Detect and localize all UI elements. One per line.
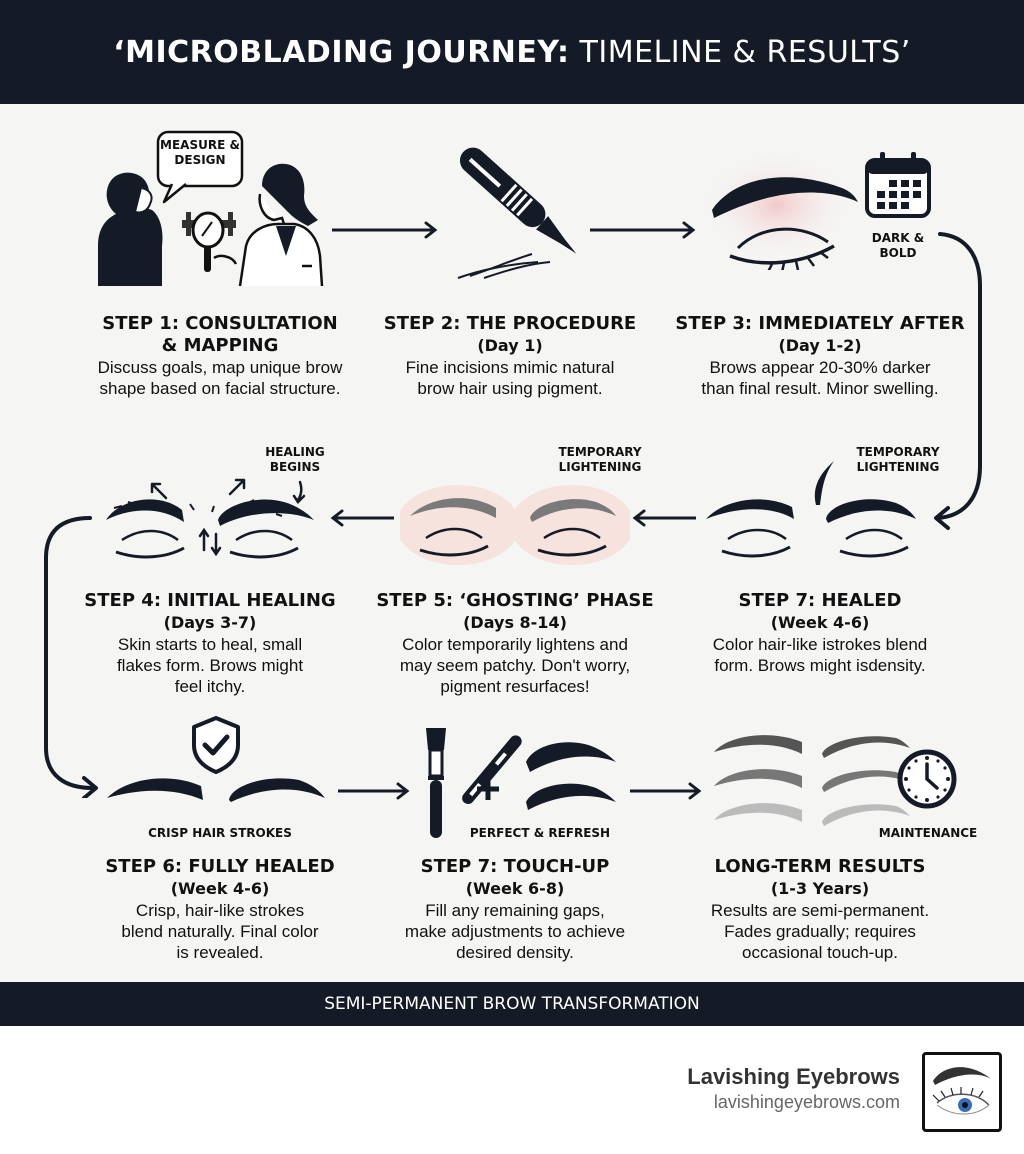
step4-title: STEP 4: INITIAL HEALING: [84, 590, 336, 611]
arrow-right-icon: [628, 781, 704, 801]
step7-healed-timeframe: (Week 4-6): [770, 613, 870, 632]
step4-card: STEP 4: INITIAL HEALING (Days 3-7) Skin …: [60, 590, 360, 697]
step5-desc-line: pigment resurfaces!: [440, 677, 590, 696]
step5-desc-line: may seem patchy. Don't worry,: [399, 656, 631, 675]
long-term-desc-line: Results are semi-permanent.: [710, 901, 930, 920]
calendar-icon: [864, 150, 932, 220]
step2-title: STEP 2: THE PROCEDURE: [383, 313, 637, 334]
step3-timeframe: (Day 1-2): [778, 336, 862, 355]
step7-touchup-desc-line: desired density.: [456, 943, 574, 962]
arrow-left-icon: [328, 508, 398, 528]
arrow-right-icon: [330, 220, 440, 240]
long-term-timeframe: (1-3 Years): [770, 879, 870, 898]
title-bold: ‘MICROBLADING JOURNEY:: [113, 34, 570, 70]
step3-desc-line: Brows appear 20-30% darker: [709, 358, 931, 377]
consultation-figures-icon: MEASURE & DESIGN: [90, 126, 330, 287]
brand-logo: [922, 1052, 1002, 1132]
step7-healed-card: STEP 7: HEALED (Week 4-6) Color hair-lik…: [670, 590, 970, 676]
footer-tagline: SEMI-PERMANENT BROW TRANSFORMATION: [324, 994, 700, 1014]
crisp-hair-strokes-label: CRISP HAIR STROKES: [148, 826, 292, 840]
step7-healed-desc-line: Color hair-like istrokes blend: [712, 635, 928, 654]
long-term-card: LONG-TERM RESULTS (1-3 Years) Results ar…: [670, 856, 970, 963]
step2-desc-line: Fine incisions mimic natural: [405, 358, 615, 377]
arrow-right-icon: [588, 220, 698, 240]
healing-begins-label: HEALING BEGINS: [265, 445, 325, 474]
step7-healed-title: STEP 7: HEALED: [738, 590, 902, 611]
step7-touchup-desc-line: make adjustments to achieve: [404, 922, 626, 941]
footer-band: SEMI-PERMANENT BROW TRANSFORMATION: [0, 982, 1024, 1026]
title-light: TIMELINE & RESULTS’: [569, 34, 911, 70]
step1-title-cont: & MAPPING: [161, 335, 279, 356]
dark-bold-label: DARK & BOLD: [871, 231, 925, 260]
microblading-pen-icon: [450, 132, 590, 282]
step3-card: STEP 3: IMMEDIATELY AFTER (Day 1-2) Brow…: [660, 313, 980, 399]
step4-desc-line: feel itchy.: [174, 677, 246, 696]
step4-desc-line: Skin starts to heal, small: [117, 635, 303, 654]
perfect-refresh-label: PERFECT & REFRESH: [469, 826, 611, 840]
curved-arrow-down-icon: [920, 226, 1000, 536]
maintenance-label: MAINTENANCE: [878, 826, 978, 840]
step5-desc-line: Color temporarily lightens and: [402, 635, 628, 654]
step1-desc-line: shape based on facial structure.: [99, 379, 341, 398]
measure-design-label: MEASURE & DESIGN: [160, 138, 240, 167]
step6-desc-line: is revealed.: [176, 943, 264, 962]
dark-brow-eye-icon: [702, 150, 862, 273]
step4-timeframe: (Days 3-7): [163, 613, 257, 632]
step7-touchup-desc-line: Fill any remaining gaps,: [425, 901, 605, 920]
temporary-lightening-label: TEMPORARY LIGHTENING: [558, 445, 642, 474]
step6-timeframe: (Week 4-6): [170, 879, 270, 898]
step7-touchup-timeframe: (Week 6-8): [465, 879, 565, 898]
step5-title: STEP 5: ‘GHOSTING’ PHASE: [376, 590, 654, 611]
arrow-right-icon: [336, 781, 412, 801]
healed-brows-eyes-icon: [700, 455, 930, 570]
header-band: ‘MICROBLADING JOURNEY: TIMELINE & RESULT…: [0, 0, 1024, 104]
shield-check-icon: [190, 715, 242, 775]
step2-card: STEP 2: THE PROCEDURE (Day 1) Fine incis…: [360, 313, 660, 399]
step2-timeframe: (Day 1): [477, 336, 543, 355]
step5-card: STEP 5: ‘GHOSTING’ PHASE (Days 8-14) Col…: [360, 590, 670, 697]
step7-healed-desc-line: form. Brows might isdensity.: [714, 656, 926, 675]
step7-touchup-title: STEP 7: TOUCH-UP: [420, 856, 610, 877]
step1-title: STEP 1: CONSULTATION: [102, 313, 338, 334]
ghosting-brows-eyes-icon: [396, 480, 634, 570]
step3-title: STEP 3: IMMEDIATELY AFTER: [675, 313, 965, 334]
eye-logo-icon: [932, 1067, 991, 1115]
curved-arrow-down-icon: [30, 508, 110, 800]
brand-name: Lavishing Eyebrows: [687, 1064, 900, 1089]
step5-timeframe: (Days 8-14): [463, 613, 567, 632]
long-term-desc-line: Fades gradually; requires: [724, 922, 916, 941]
arrow-left-icon: [630, 508, 700, 528]
crisp-brows-icon: [105, 770, 330, 806]
step4-desc-line: flakes form. Brows might: [116, 656, 304, 675]
page-title: ‘MICROBLADING JOURNEY: TIMELINE & RESULT…: [113, 35, 911, 70]
brand-block: Lavishing Eyebrows lavishingeyebrows.com: [687, 1064, 900, 1113]
step7-touchup-card: STEP 7: TOUCH-UP (Week 6-8) Fill any rem…: [370, 856, 660, 963]
clock-icon: [896, 748, 958, 810]
step1-card: STEP 1: CONSULTATION & MAPPING Discuss g…: [60, 313, 380, 399]
healing-brows-eyes-icon: [100, 470, 320, 570]
step2-desc-line: brow hair using pigment.: [417, 379, 603, 398]
step6-desc-line: Crisp, hair-like strokes: [135, 901, 305, 920]
long-term-desc-line: occasional touch-up.: [742, 943, 898, 962]
fading-brows-icon: [712, 728, 912, 828]
brand-url[interactable]: lavishingeyebrows.com: [713, 1092, 900, 1112]
long-term-title: LONG-TERM RESULTS: [714, 856, 926, 877]
temporary-lightening-label-2: TEMPORARY LIGHTENING: [856, 445, 940, 474]
step1-desc-line: Discuss goals, map unique brow: [97, 358, 343, 377]
brush-pencil-icon: [420, 722, 620, 842]
step6-desc-line: blend naturally. Final color: [121, 922, 319, 941]
step3-desc-line: than final result. Minor swelling.: [701, 379, 939, 398]
step6-title: STEP 6: FULLY HEALED: [105, 856, 335, 877]
step6-card: STEP 6: FULLY HEALED (Week 4-6) Crisp, h…: [70, 856, 370, 963]
